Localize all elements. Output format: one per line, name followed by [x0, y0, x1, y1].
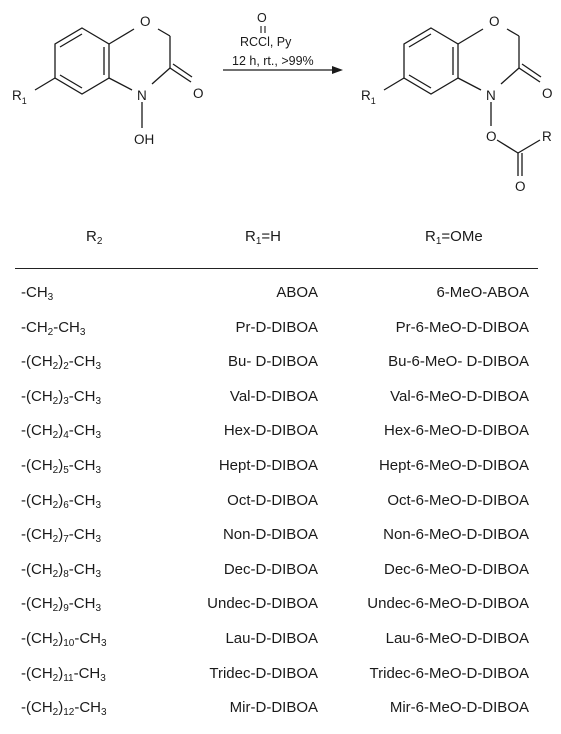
header-rule — [15, 268, 538, 269]
table-row: -CH2-CH3 Pr-D-DIBOA Pr-6-MeO-D-DIBOA — [0, 319, 561, 354]
table-row: -(CH2)3-CH3 Val-D-DIBOA Val-6-MeO-D-DIBOA — [0, 388, 561, 423]
product-ester-oxygen-label: O — [486, 129, 497, 144]
table-row: -(CH2)6-CH3 Oct-D-DIBOA Oct-6-MeO-D-DIBOA — [0, 492, 561, 527]
product-acyl-oxygen-label: O — [515, 179, 526, 194]
cell-r1-h: Non-D-DIBOA — [222, 526, 318, 544]
reactant-structure — [34, 27, 193, 128]
cell-r1-h: Tridec-D-DIBOA — [209, 664, 318, 682]
cell-r1-h: Val-D-DIBOA — [229, 387, 318, 405]
header-r1-h: R1=H — [245, 228, 281, 247]
reactant-carbonyl-oxygen-label: O — [193, 86, 204, 101]
cell-r1-ome: Non-6-MeO-D-DIBOA — [383, 526, 529, 544]
cell-r1-ome: Undec-6-MeO-D-DIBOA — [367, 595, 529, 613]
cell-r1-h: Undec-D-DIBOA — [207, 595, 318, 613]
reactant-oxygen-label: O — [140, 14, 151, 29]
cell-r2: -(CH2)9-CH3 — [21, 595, 102, 615]
table-row: -(CH2)2-CH3 Bu- D-DIBOA Bu-6-MeO- D-DIBOA — [0, 353, 561, 388]
header-r1-ome: R1=OMe — [425, 228, 483, 247]
cell-r1-h: Oct-D-DIBOA — [227, 491, 318, 509]
reactant-r1-label: R1 — [12, 88, 27, 106]
cell-r2: -(CH2)7-CH3 — [21, 526, 102, 546]
table-row: -(CH2)11-CH3 Tridec-D-DIBOA Tridec-6-MeO-D… — [0, 665, 561, 700]
cell-r2: -CH2-CH3 — [21, 318, 86, 338]
product-carbonyl-oxygen-label: O — [542, 86, 553, 101]
cell-r2: -(CH2)2-CH3 — [21, 353, 102, 373]
table-row: -(CH2)10-CH3 Lau-D-DIBOA Lau-6-MeO-D-DIBOA — [0, 630, 561, 665]
cell-r1-h: Mir-D-DIBOA — [229, 699, 318, 717]
cell-r1-h: Lau-D-DIBOA — [225, 629, 318, 647]
cell-r1-ome: Tridec-6-MeO-D-DIBOA — [369, 664, 529, 682]
product-acyl-r-label: R — [542, 129, 552, 144]
product-nitrogen-label: N — [486, 88, 496, 103]
cell-r1-ome: Val-6-MeO-D-DIBOA — [390, 387, 529, 405]
cell-r1-h: ABOA — [276, 284, 318, 301]
cell-r1-ome: Bu-6-MeO- D-DIBOA — [388, 353, 529, 371]
reactant-hydroxyl-label: OH — [134, 132, 154, 147]
cell-r1-ome: Lau-6-MeO-D-DIBOA — [385, 629, 529, 647]
table-row: -CH3 ABOA 6-MeO-ABOA — [0, 284, 561, 319]
reagent-formula: RCCl, Py — [240, 35, 292, 49]
reaction-conditions: 12 h, rt., >99% — [232, 54, 314, 68]
reaction-arrowhead — [332, 66, 343, 74]
cell-r1-ome: Mir-6-MeO-D-DIBOA — [389, 699, 529, 717]
reaction-scheme: O N O OH R1 O RCCl, Py 12 h, rt., >99% O… — [12, 11, 553, 194]
cell-r1-h: Hept-D-DIBOA — [218, 456, 318, 474]
cell-r2: -(CH2)6-CH3 — [21, 491, 102, 511]
table-row: -(CH2)8-CH3 Dec-D-DIBOA Dec-6-MeO-D-DIBOA — [0, 561, 561, 596]
header-r2: R2 — [86, 228, 103, 247]
cell-r2: -(CH2)5-CH3 — [21, 456, 102, 476]
table-row: -(CH2)12-CH3 Mir-D-DIBOA Mir-6-MeO-D-DIBOA — [0, 699, 561, 734]
cell-r2: -(CH2)8-CH3 — [21, 560, 102, 580]
cell-r1-h: Dec-D-DIBOA — [223, 560, 318, 578]
cell-r1-h: Pr-D-DIBOA — [235, 318, 319, 336]
cell-r1-h: Bu- D-DIBOA — [227, 353, 318, 371]
cell-r1-ome: 6-MeO-ABOA — [436, 284, 529, 301]
cell-r1-ome: Hept-6-MeO-D-DIBOA — [378, 456, 529, 474]
cell-r2: -CH3 — [21, 284, 54, 303]
product-oxygen-label: O — [489, 14, 500, 29]
cell-r2: -(CH2)11-CH3 — [21, 664, 106, 684]
product-r1-label: R1 — [361, 88, 376, 106]
cell-r1-ome: Oct-6-MeO-D-DIBOA — [387, 491, 529, 509]
product-structure — [383, 27, 542, 176]
reagent-carbonyl-oxygen-label: O — [257, 11, 267, 25]
table-header: R2 R1=H R1=OMe — [0, 228, 561, 254]
table-body: -CH3 ABOA 6-MeO-ABOA -CH2-CH3 Pr-D-DIBOA Pr-6… — [0, 284, 561, 734]
table-row: -(CH2)9-CH3 Undec-D-DIBOA Undec-6-MeO-D-DI… — [0, 595, 561, 630]
cell-r1-ome: Pr-6-MeO-D-DIBOA — [395, 318, 529, 336]
table-row: -(CH2)4-CH3 Hex-D-DIBOA Hex-6-MeO-D-DIBOA — [0, 422, 561, 457]
table-row: -(CH2)7-CH3 Non-D-DIBOA Non-6-MeO-D-DIBOA — [0, 526, 561, 561]
cell-r2: -(CH2)3-CH3 — [21, 387, 102, 407]
cell-r1-ome: Hex-6-MeO-D-DIBOA — [383, 422, 529, 440]
reactant-nitrogen-label: N — [137, 88, 147, 103]
table-row: -(CH2)5-CH3 Hept-D-DIBOA Hept-6-MeO-D-DIBO… — [0, 457, 561, 492]
cell-r1-h: Hex-D-DIBOA — [223, 422, 318, 440]
cell-r1-ome: Dec-6-MeO-D-DIBOA — [383, 560, 529, 578]
cell-r2: -(CH2)10-CH3 — [21, 629, 107, 649]
cell-r2: -(CH2)4-CH3 — [21, 422, 102, 442]
cell-r2: -(CH2)12-CH3 — [21, 699, 107, 719]
